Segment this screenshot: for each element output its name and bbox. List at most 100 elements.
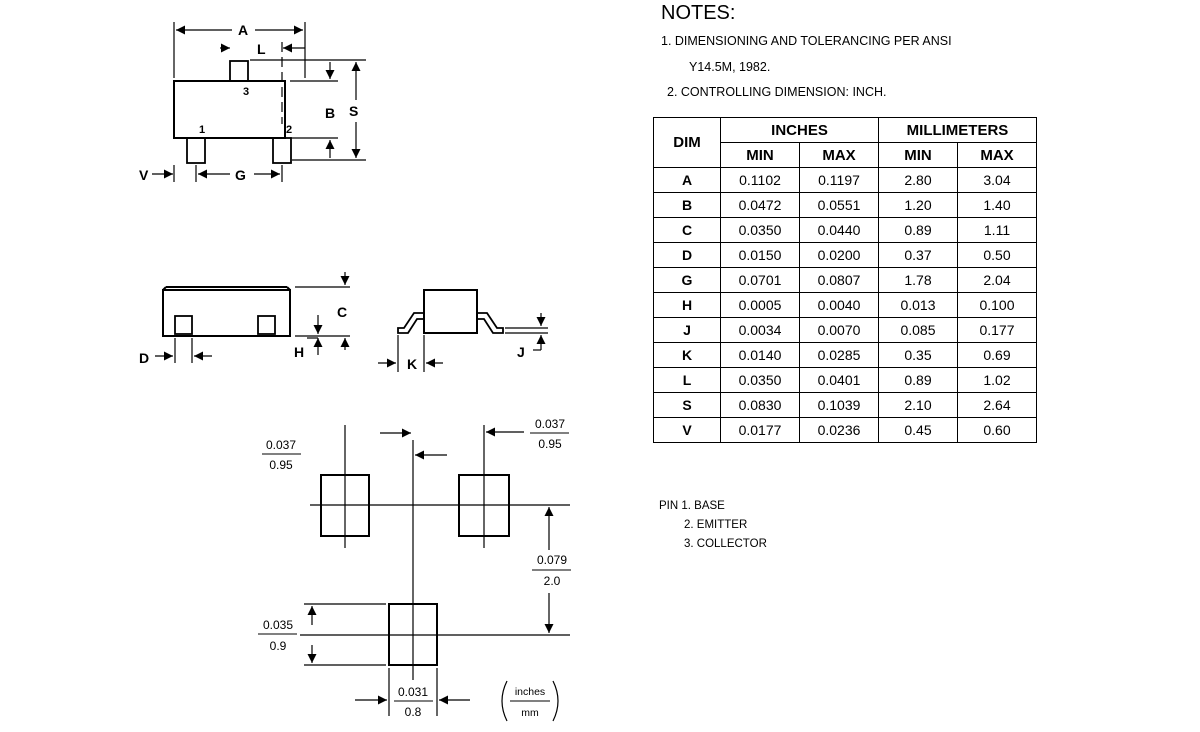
cell-in-min: 0.0034: [720, 317, 800, 343]
bottom-pad-width-inches: 0.031: [398, 685, 428, 699]
pin-assignment: PIN 1. BASE 2. EMITTER 3. COLLECTOR: [659, 497, 767, 554]
cell-mm-max: 1.02: [957, 367, 1037, 393]
lead-2: [272, 137, 292, 164]
end-view: [378, 289, 548, 372]
cell-mm-min: 0.013: [878, 292, 958, 318]
cell-mm-min: 0.45: [878, 417, 958, 443]
package-body-top: [173, 80, 286, 139]
pad-height-mm: 0.9: [270, 639, 287, 653]
cell-dim: S: [653, 392, 721, 418]
lead-1: [186, 137, 206, 164]
label-g: G: [235, 167, 246, 183]
cell-mm-max: 0.60: [957, 417, 1037, 443]
cell-dim: K: [653, 342, 721, 368]
cell-mm-min: 0.37: [878, 242, 958, 268]
label-j: J: [517, 344, 525, 360]
footprint: [258, 425, 571, 722]
note-1: 1. DIMENSIONING AND TOLERANCING PER ANSI: [661, 34, 952, 48]
note-1-continued: Y14.5M, 1982.: [689, 60, 771, 74]
top-view: [152, 22, 366, 182]
cell-in-min: 0.0701: [720, 267, 800, 293]
mm-max-header: MAX: [957, 142, 1037, 168]
pin-label-3: 3: [243, 86, 249, 98]
label-a: A: [238, 22, 248, 38]
unit-key-mm: mm: [521, 707, 539, 719]
row-spacing-inches: 0.079: [537, 553, 567, 567]
cell-dim: H: [653, 292, 721, 318]
label-s: S: [349, 103, 358, 119]
cell-dim: G: [653, 267, 721, 293]
cell-in-min: 0.0830: [720, 392, 800, 418]
cell-in-max: 0.1039: [799, 392, 879, 418]
dimensions-table: DIM INCHES MILLIMETERS MIN MAX MIN MAX A…: [653, 117, 1037, 443]
pin-label-2: 2: [286, 124, 292, 136]
cell-mm-min: 1.20: [878, 192, 958, 218]
cell-mm-max: 2.04: [957, 267, 1037, 293]
cell-in-max: 0.0285: [799, 342, 879, 368]
cell-in-min: 0.0350: [720, 217, 800, 243]
cell-in-max: 0.0200: [799, 242, 879, 268]
cell-in-max: 0.0807: [799, 267, 879, 293]
cell-dim: L: [653, 367, 721, 393]
cell-in-max: 0.0070: [799, 317, 879, 343]
cell-mm-min: 2.80: [878, 167, 958, 193]
cell-mm-max: 0.69: [957, 342, 1037, 368]
pitch-inches: 0.037: [535, 417, 565, 431]
cell-mm-min: 2.10: [878, 392, 958, 418]
label-l: L: [257, 41, 266, 57]
cell-in-min: 0.0472: [720, 192, 800, 218]
cell-dim: C: [653, 217, 721, 243]
package-body-end: [423, 289, 478, 334]
cell-dim: D: [653, 242, 721, 268]
cell-in-min: 0.1102: [720, 167, 800, 193]
cell-mm-min: 0.89: [878, 217, 958, 243]
cell-in-min: 0.0140: [720, 342, 800, 368]
side-view: [155, 272, 350, 363]
cell-dim: V: [653, 417, 721, 443]
pitch-mm: 0.95: [538, 437, 562, 451]
cell-in-max: 0.0040: [799, 292, 879, 318]
row-spacing-mm: 2.0: [544, 574, 561, 588]
cell-in-max: 0.0551: [799, 192, 879, 218]
cell-dim: J: [653, 317, 721, 343]
cell-mm-max: 3.04: [957, 167, 1037, 193]
pad-width-mm: 0.95: [269, 458, 293, 472]
cell-in-min: 0.0150: [720, 242, 800, 268]
label-h: H: [294, 344, 304, 360]
inches-max-header: MAX: [799, 142, 879, 168]
cell-in-min: 0.0177: [720, 417, 800, 443]
cell-dim: B: [653, 192, 721, 218]
mm-min-header: MIN: [878, 142, 958, 168]
bottom-pad-width-mm: 0.8: [405, 705, 422, 719]
lead-3: [229, 60, 249, 82]
cell-in-max: 0.0401: [799, 367, 879, 393]
cell-dim: A: [653, 167, 721, 193]
note-2: 2. CONTROLLING DIMENSION: INCH.: [667, 85, 887, 99]
cell-mm-min: 0.085: [878, 317, 958, 343]
cell-in-min: 0.0350: [720, 367, 800, 393]
pin-2-label: 2. EMITTER: [684, 519, 748, 531]
inches-header: INCHES: [720, 117, 879, 143]
package-body-side: [162, 289, 291, 337]
cell-in-min: 0.0005: [720, 292, 800, 318]
cell-mm-max: 2.64: [957, 392, 1037, 418]
pad-width-inches: 0.037: [266, 438, 296, 452]
cell-mm-max: 0.50: [957, 242, 1037, 268]
label-k: K: [407, 356, 417, 372]
label-v: V: [139, 167, 149, 183]
label-c: C: [337, 304, 347, 320]
cell-in-max: 0.1197: [799, 167, 879, 193]
cell-mm-max: 0.100: [957, 292, 1037, 318]
cell-in-max: 0.0440: [799, 217, 879, 243]
pin-3-label: 3. COLLECTOR: [684, 538, 767, 550]
unit-key-inches: inches: [515, 686, 545, 698]
